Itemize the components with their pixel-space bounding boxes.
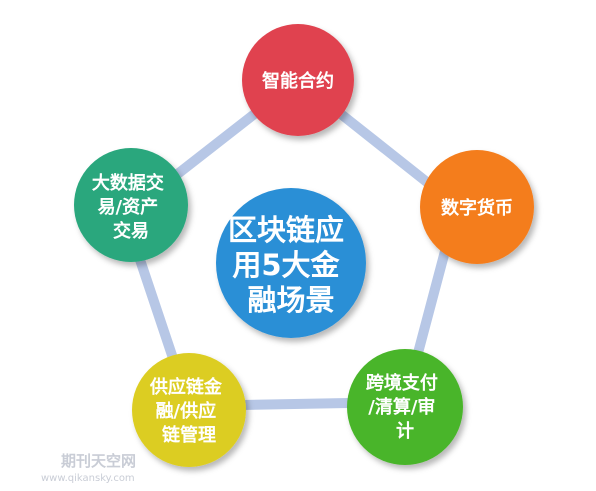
node-supply-chain-circle: [132, 353, 246, 467]
node-cross-border-circle: [347, 349, 463, 465]
center-node: 区块链应 用5大金 融场景: [216, 188, 366, 338]
node-digital-currency-label: 数字货币: [441, 197, 513, 219]
center-circle: [216, 188, 366, 338]
node-cross-border-label: 跨境支付 /清算/审 计: [366, 372, 444, 442]
center-title-line: 区块链应: [228, 213, 344, 247]
node-big-data-label: 大数据交 易/资产 交易: [92, 172, 170, 242]
node-supply-chain-label: 供应链金 融/供应 链管理: [149, 376, 228, 446]
watermark-title: 期刊天空网: [61, 452, 136, 470]
node-label-line: 大数据交: [92, 172, 164, 194]
center-title-line: 用5大金: [232, 248, 340, 282]
node-smart-contract: 智能合约: [242, 24, 354, 136]
node-label-line: /清算/审: [368, 396, 435, 418]
node-digital-currency: 数字货币: [420, 150, 534, 264]
node-big-data: 大数据交 易/资产 交易: [74, 148, 188, 262]
node-label-line: 链管理: [162, 424, 216, 446]
node-digital-currency-circle: [420, 150, 534, 264]
node-smart-contract-circle: [242, 24, 354, 136]
node-cross-border: 跨境支付 /清算/审 计: [347, 349, 463, 465]
node-label-line: 交易: [113, 220, 149, 242]
center-title: 区块链应 用5大金 融场景: [228, 213, 354, 317]
node-label-line: 易/资产: [98, 196, 159, 218]
node-label-line: 供应链金: [149, 376, 223, 398]
node-label-line: 智能合约: [262, 70, 334, 92]
node-label-line: 跨境支付: [366, 372, 438, 394]
watermark-url: www.qikansky.com: [41, 473, 135, 484]
watermark: 期刊天空网 www.qikansky.com: [41, 452, 136, 484]
node-label-line: 计: [396, 420, 414, 442]
node-label-line: 融/供应: [156, 400, 217, 422]
node-label-line: 数字货币: [441, 197, 513, 219]
center-title-line: 融场景: [247, 283, 334, 317]
node-big-data-circle: [74, 148, 188, 262]
node-supply-chain: 供应链金 融/供应 链管理: [132, 353, 246, 467]
node-smart-contract-label: 智能合约: [262, 70, 334, 92]
